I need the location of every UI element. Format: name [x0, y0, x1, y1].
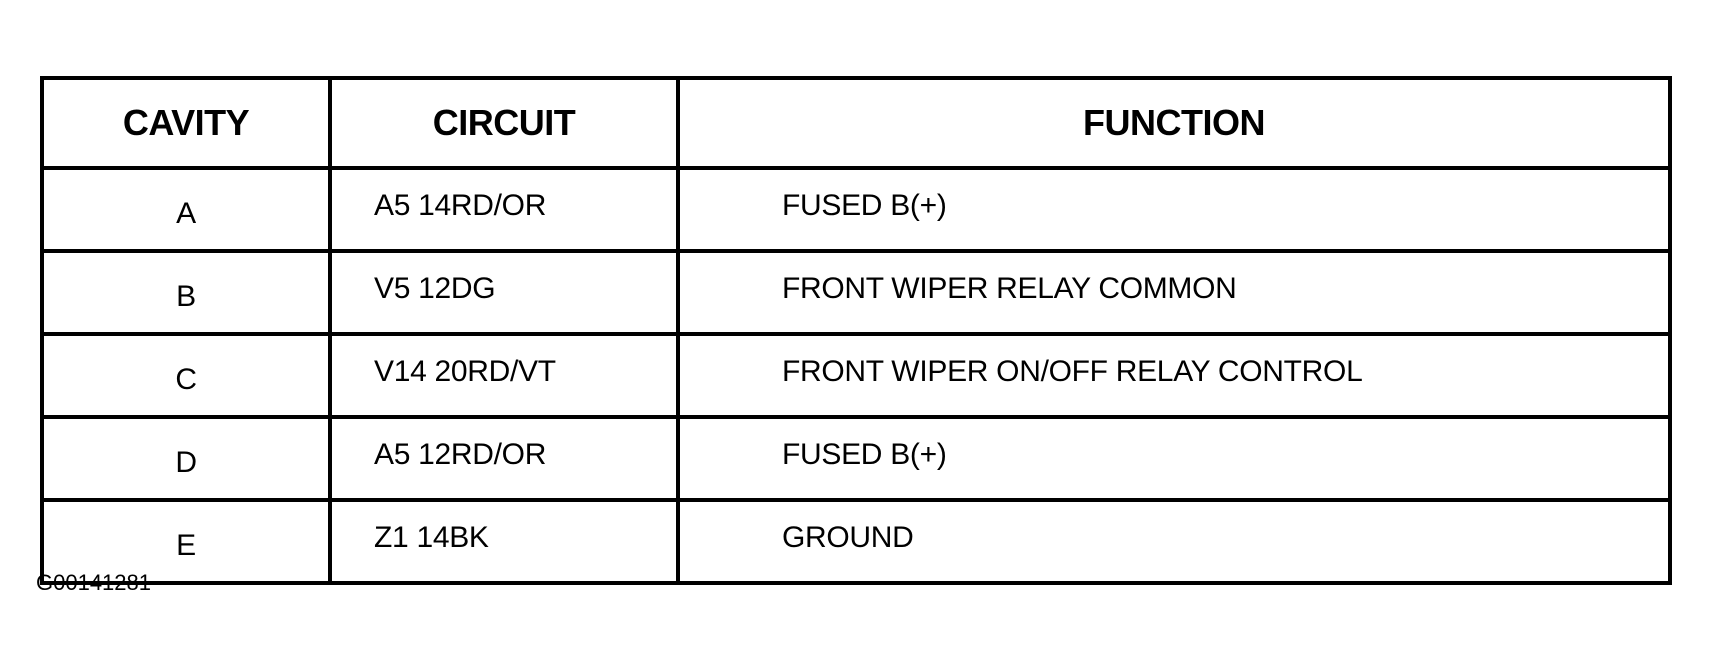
table-row: D A5 12RD/OR FUSED B(+)	[40, 415, 1672, 502]
cavity-cell: B	[40, 249, 332, 336]
function-cell: FRONT WIPER RELAY COMMON	[676, 249, 1672, 336]
function-cell: FRONT WIPER ON/OFF RELAY CONTROL	[676, 332, 1672, 419]
circuit-cell: V14 20RD/VT	[328, 332, 680, 419]
cavity-cell: A	[40, 166, 332, 253]
figure-id-label: G00141281	[36, 570, 151, 595]
function-cell: FUSED B(+)	[676, 415, 1672, 502]
circuit-cell: Z1 14BK	[328, 498, 680, 585]
header-circuit: CIRCUIT	[328, 76, 680, 170]
table-row: A A5 14RD/OR FUSED B(+)	[40, 166, 1672, 253]
table-row: C V14 20RD/VT FRONT WIPER ON/OFF RELAY C…	[40, 332, 1672, 419]
function-cell: FUSED B(+)	[676, 166, 1672, 253]
table-row: E Z1 14BK GROUND	[40, 498, 1672, 585]
circuit-cell: A5 14RD/OR	[328, 166, 680, 253]
header-row: CAVITY CIRCUIT FUNCTION	[40, 76, 1672, 170]
function-cell: GROUND	[676, 498, 1672, 585]
circuit-cell: V5 12DG	[328, 249, 680, 336]
cavity-cell: D	[40, 415, 332, 502]
cavity-cell: E	[40, 498, 332, 585]
header-cavity: CAVITY	[40, 76, 332, 170]
connector-pinout-table: CAVITY CIRCUIT FUNCTION A A5 14RD/OR FUS…	[40, 76, 1672, 585]
cavity-cell: C	[40, 332, 332, 419]
header-function: FUNCTION	[676, 76, 1672, 170]
table-row: B V5 12DG FRONT WIPER RELAY COMMON	[40, 249, 1672, 336]
circuit-cell: A5 12RD/OR	[328, 415, 680, 502]
